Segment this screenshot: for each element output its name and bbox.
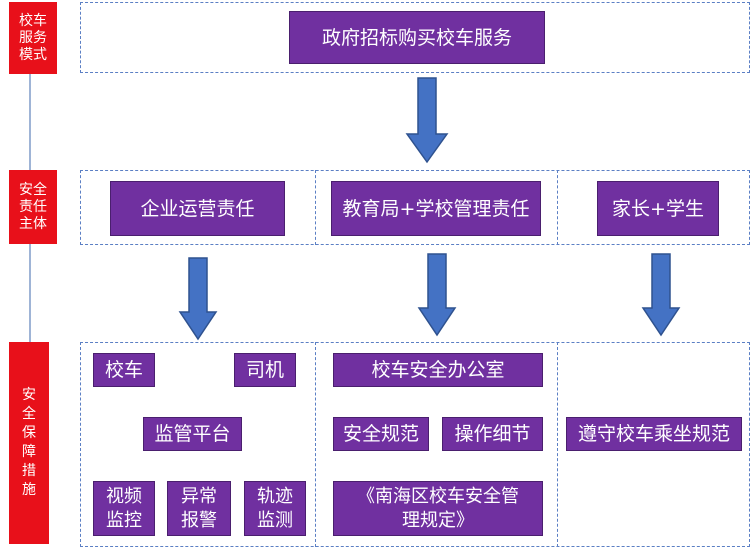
arrow-down-family (641, 253, 681, 337)
arrow-down-top (405, 77, 449, 164)
service-mode-region (80, 2, 750, 73)
school-bus-box: 校车 (93, 353, 155, 387)
monitoring-platform-box: 监管平台 (143, 417, 242, 451)
abnormal-alarm-box: 异常 报警 (167, 481, 231, 536)
label-service-mode: 校车 服务 模式 (9, 2, 57, 74)
responsibility-divider-2 (557, 170, 558, 245)
government-procurement-box: 政府招标购买校车服务 (289, 11, 545, 64)
riding-rules-box: 遵守校车乘坐规范 (566, 417, 742, 451)
video-monitoring-box: 视频 监控 (93, 481, 155, 536)
measures-region (80, 342, 750, 547)
family-responsibility-box: 家长+学生 (597, 181, 719, 236)
enterprise-responsibility-box: 企业运营责任 (110, 181, 285, 236)
responsibility-region (80, 170, 750, 245)
measures-divider-2 (557, 342, 558, 547)
measures-divider-1 (315, 342, 316, 547)
safety-standard-box: 安全规范 (333, 417, 429, 451)
nanhai-regulation-box: 《南海区校车安全管 理规定》 (333, 481, 543, 536)
school-bus-safety-office-box: 校车安全办公室 (333, 353, 543, 387)
education-responsibility-box: 教育局+学校管理责任 (331, 181, 541, 236)
label-responsibility-subject: 安全 责任 主体 (9, 170, 57, 244)
track-monitoring-box: 轨迹 监测 (244, 481, 306, 536)
responsibility-divider-1 (315, 170, 316, 245)
label-safety-measures: 安 全 保 障 措 施 (9, 342, 49, 544)
arrow-down-education (417, 253, 457, 337)
arrow-down-enterprise (178, 257, 218, 341)
driver-box: 司机 (234, 353, 296, 387)
operation-detail-box: 操作细节 (442, 417, 543, 451)
